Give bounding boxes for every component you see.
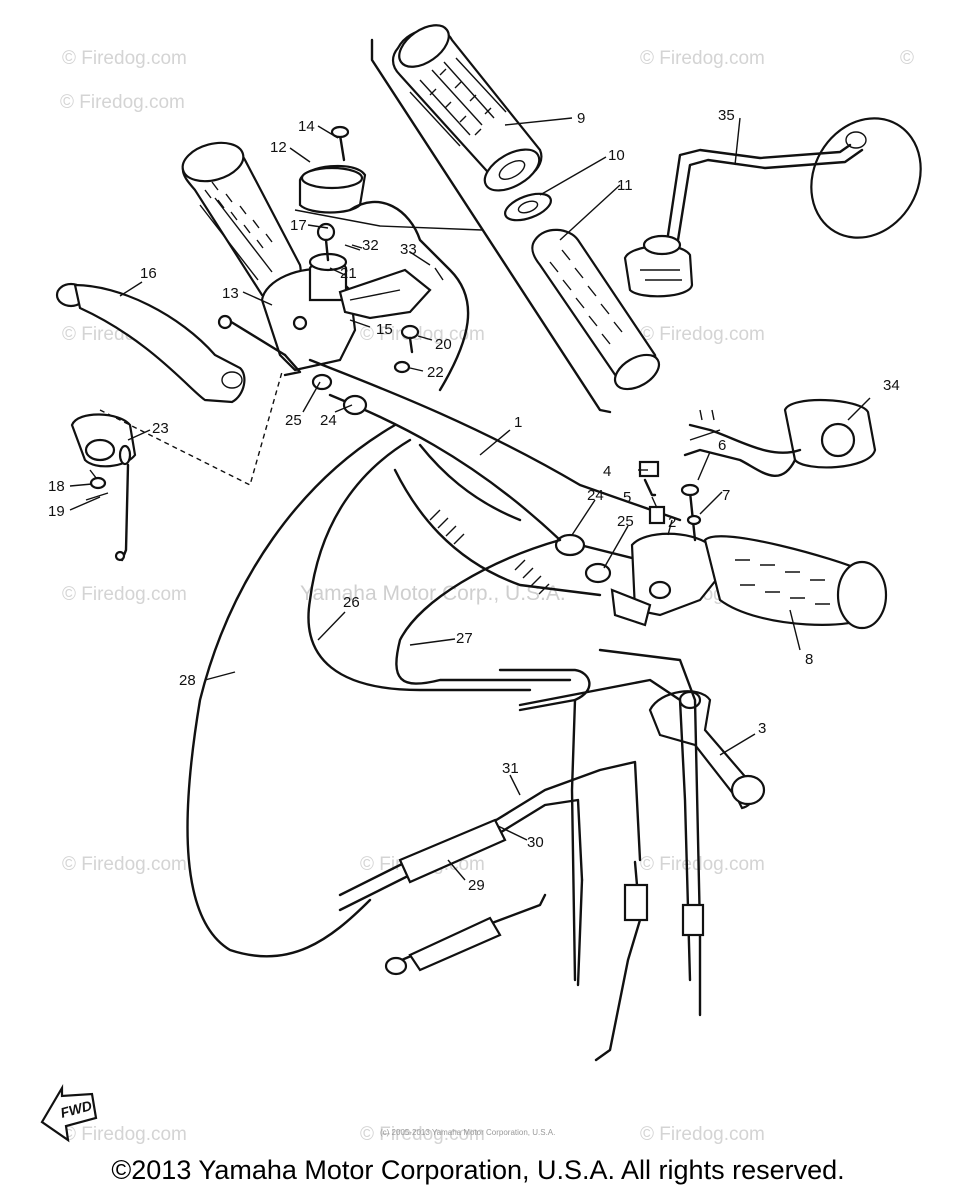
watermark-tile: © Firedog.com [60, 92, 185, 113]
part-24-clamp-right [554, 533, 586, 557]
cable-26 [307, 438, 532, 692]
parts-illustration: FWD [40, 24, 922, 1143]
fwd-arrow-icon: FWD [40, 1083, 98, 1143]
callout-9: 9 [577, 110, 585, 127]
part-14-screw [338, 133, 346, 162]
copyright-notice: ©2013 Yamaha Motor Corporation, U.S.A. A… [111, 1155, 845, 1185]
callout-22: 22 [427, 364, 444, 381]
callout-30: 30 [527, 834, 544, 851]
callout-13: 13 [222, 285, 239, 302]
watermark-tile: © Firedog.com [62, 48, 187, 69]
leader-lines [69, 117, 871, 881]
callout-5: 5 [623, 489, 631, 506]
callout-34: 34 [883, 377, 900, 394]
watermark-symbol: © [900, 48, 914, 69]
callout-27: 27 [456, 630, 473, 647]
part-35-mirror [623, 117, 922, 298]
callout-11: 11 [617, 177, 633, 194]
callout-1: 1 [514, 414, 522, 431]
faint-overlay-text: Yamaha Motor Corp., U.S.A. [300, 582, 566, 605]
throttle-cable [348, 200, 470, 392]
part-29-sleeve [398, 818, 507, 884]
part-32-screw [344, 244, 361, 251]
callout-25-right: 25 [617, 513, 634, 530]
part-25-clamp-right [584, 562, 612, 584]
part-34-switch [683, 398, 877, 478]
watermark-tile: © Firedog.com [62, 854, 187, 875]
part-16-lever [55, 282, 287, 404]
lower-cable-assembly [338, 760, 649, 1062]
callout-8: 8 [805, 651, 813, 668]
callout-14: 14 [298, 118, 315, 135]
callout-17: 17 [290, 217, 307, 234]
svg-text:FWD: FWD [59, 1097, 94, 1121]
callout-7: 7 [722, 487, 730, 504]
part-20-screw [400, 324, 420, 340]
callout-35: 35 [718, 107, 735, 124]
watermark-tile: © Firedog.com [62, 584, 187, 605]
callout-20: 20 [435, 336, 452, 353]
callout-33: 33 [400, 241, 417, 258]
part-32-bracket [338, 268, 432, 320]
callouts: 1 2 3 4 5 6 7 8 9 10 11 12 13 14 15 16 1… [48, 107, 900, 894]
callout-26: 26 [343, 594, 360, 611]
callout-19: 19 [48, 503, 65, 520]
callout-24-right: 24 [587, 487, 604, 504]
callout-6: 6 [718, 437, 726, 454]
callout-15: 15 [376, 321, 393, 338]
callout-3: 3 [758, 720, 766, 737]
part-5-collar [648, 505, 666, 525]
cables [186, 200, 705, 1017]
callout-2: 2 [668, 514, 676, 531]
cable-28 [186, 423, 397, 958]
watermark-tile: © Firedog.com [62, 1124, 187, 1145]
part-22-washer [393, 360, 411, 374]
part-25-clamp-left [311, 373, 333, 391]
watermark-tile: © Firedog.com [640, 48, 765, 69]
callout-32: 32 [362, 237, 379, 254]
watermark-tile: © Firedog.com [640, 324, 765, 345]
part-4-bolt-head [638, 460, 660, 478]
part-1-handlebar [308, 358, 682, 597]
left-grip [181, 141, 302, 298]
part-10-washer [504, 192, 552, 222]
callout-4: 4 [603, 463, 611, 480]
callout-21: 21 [340, 265, 357, 282]
part-3-lever [648, 690, 766, 810]
cable-27 [395, 538, 572, 685]
callout-23: 23 [152, 420, 169, 437]
callout-31: 31 [502, 760, 519, 777]
callout-29: 29 [468, 877, 485, 894]
part-24-clamp-left [342, 394, 368, 416]
callout-12: 12 [270, 139, 287, 156]
part-18-nut [89, 476, 107, 490]
part-24-25-left [311, 373, 368, 416]
part-9-grip [391, 24, 543, 192]
callout-25-left: 25 [285, 412, 302, 429]
exploded-view-border [370, 38, 612, 414]
watermark-tile: © Firedog.com [640, 1124, 765, 1145]
part-11-sleeve [531, 228, 661, 391]
watermark-tile: © Firedog.com [360, 1124, 485, 1145]
part-4-bolt [643, 478, 657, 497]
part-23-perch [70, 413, 137, 562]
callout-24-left: 24 [320, 412, 337, 429]
adjuster-fitting [623, 883, 649, 922]
alignment-guide [99, 371, 283, 487]
callout-18: 18 [48, 478, 65, 495]
callout-28: 28 [179, 672, 196, 689]
part-7-washer [686, 514, 702, 526]
small-print: (c) 2005-2013 Yamaha Motor Corporation, … [380, 1128, 556, 1137]
part-12-throttle-cap [298, 125, 367, 214]
cable-end-fitting [681, 903, 705, 937]
watermark-tile: © Firedog.com [640, 854, 765, 875]
right-controls [554, 460, 888, 630]
part-33-screw [434, 267, 444, 281]
callout-16: 16 [140, 265, 157, 282]
throttle-housing [260, 222, 432, 377]
callout-10: 10 [608, 147, 625, 164]
